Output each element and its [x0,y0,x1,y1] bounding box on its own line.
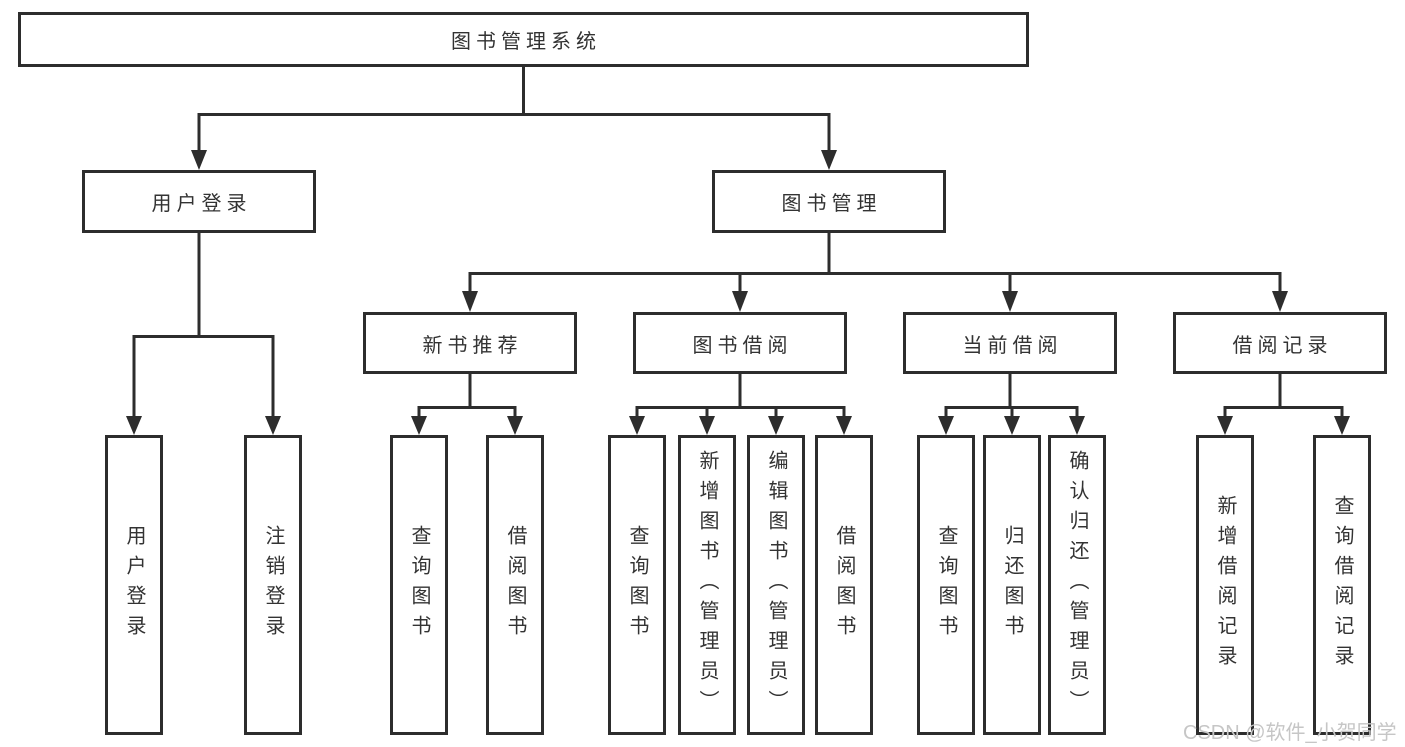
leaf-user-login: 用户登录 [105,435,163,735]
node-label: 查询借阅记录 [1331,495,1353,675]
arrowhead-icon [938,416,954,435]
leaf-borrow-books-recommend: 借阅图书 [486,435,544,735]
arrowhead-icon [768,416,784,435]
node-label: 图书管理 [781,193,882,215]
watermark: CSDN @软件_小贺同学 [1183,722,1397,744]
arrowhead-icon [732,291,748,312]
arrowhead-icon [191,150,207,170]
arrowhead-icon [411,416,427,435]
leaf-logout: 注销登录 [244,435,302,735]
arrowhead-icon [836,416,852,435]
node-label: 借阅记录 [1232,334,1333,357]
leaf-return-books: 归还图书 [983,435,1041,735]
node-label: 新书推荐 [422,334,523,357]
arrowhead-icon [699,416,715,435]
arrowhead-icon [1334,416,1350,435]
leaf-borrow-books: 借阅图书 [815,435,873,735]
node-book-management-branch: 图书管理 [712,170,946,233]
arrowhead-icon [1004,416,1020,435]
node-label: 借阅图书 [833,525,855,645]
leaf-add-books-admin: 新增图书（管理员） [678,435,736,735]
node-label: 编辑图书（管理员） [765,450,787,720]
connector-lines [132,67,1344,418]
node-label: 查询图书 [408,525,430,645]
node-current-borrowing: 当前借阅 [903,312,1117,374]
leaf-add-borrow-record: 新增借阅记录 [1196,435,1254,735]
node-label: 查询图书 [935,525,957,645]
node-book-borrowing: 图书借阅 [633,312,847,374]
node-label: 确认归还（管理员） [1066,450,1088,720]
node-label: 用户登录 [151,193,252,215]
arrowhead-icon [462,291,478,312]
node-borrowing-records: 借阅记录 [1173,312,1387,374]
node-label: 当前借阅 [962,334,1063,357]
drops-borrow [635,406,846,418]
arrowhead-icon [265,416,281,435]
arrowhead-icon [1217,416,1233,435]
node-label: 图书借阅 [692,334,793,357]
node-label: 查询图书 [626,525,648,645]
leaf-query-books-recommend: 查询图书 [390,435,448,735]
node-label: 新增图书（管理员） [696,450,718,720]
node-label: 新增借阅记录 [1214,495,1236,675]
node-label: 图书管理系统 [451,31,601,53]
leaf-query-books-current: 查询图书 [917,435,975,735]
node-label: 借阅图书 [504,525,526,645]
arrowhead-icon [821,150,837,170]
arrowhead-icon [1069,416,1085,435]
leaf-query-borrow-record: 查询借阅记录 [1313,435,1371,735]
node-new-book-recommend: 新书推荐 [363,312,577,374]
leaf-query-books-borrow: 查询图书 [608,435,666,735]
arrowhead-icon [629,416,645,435]
node-label: 用户登录 [123,525,145,645]
leaf-confirm-return-admin: 确认归还（管理员） [1048,435,1106,735]
arrowhead-icon [1002,291,1018,312]
arrowheads [126,150,1350,435]
node-book-management-system: 图书管理系统 [18,12,1029,67]
leaf-edit-books-admin: 编辑图书（管理员） [747,435,805,735]
node-label: 注销登录 [262,525,284,645]
node-user-login-branch: 用户登录 [82,170,316,233]
arrowhead-icon [126,416,142,435]
arrowhead-icon [1272,291,1288,312]
node-label: 归还图书 [1001,525,1023,645]
arrowhead-icon [507,416,523,435]
